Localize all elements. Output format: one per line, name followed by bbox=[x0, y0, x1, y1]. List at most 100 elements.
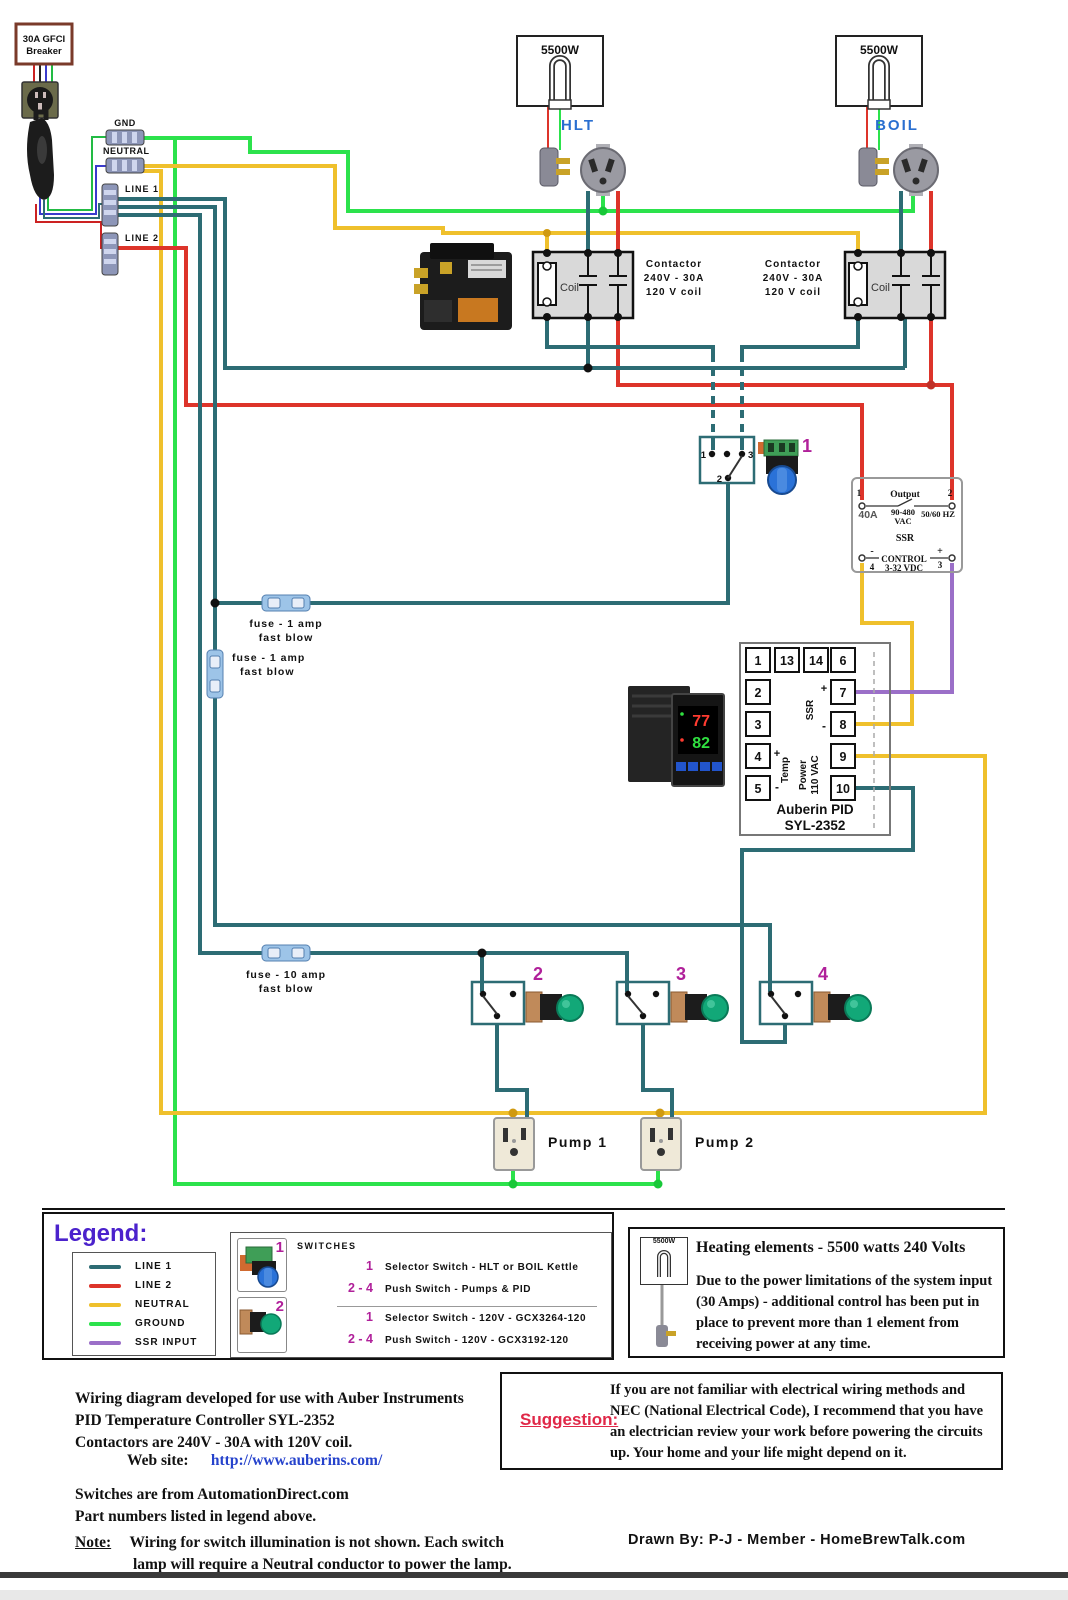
terminal-blocks: GND NEUTRAL LINE 1 LINE 2 bbox=[101, 118, 158, 276]
legend-switch-row: 1 Selector Switch - 120V - GCX3264-120 bbox=[327, 1310, 605, 1332]
gnd-label: GND bbox=[114, 118, 136, 128]
push-switch-3: 3 bbox=[615, 964, 729, 1026]
website-label: Web site: bbox=[127, 1452, 189, 1469]
ssr-vac2-label: VAC bbox=[894, 516, 911, 526]
pid-name-1: Auberin PID bbox=[776, 802, 854, 817]
bottom-strip bbox=[0, 1590, 1068, 1600]
row-num: 1 bbox=[366, 1310, 373, 1324]
footer-note: Note: Wiring for switch illumination is … bbox=[75, 1532, 512, 1576]
ssr-control-minus-to-pid8 bbox=[855, 563, 914, 726]
contactor2-caption2: 240V - 30A bbox=[763, 273, 824, 284]
bottom-divider-bar bbox=[0, 1572, 1068, 1578]
line1-main-bus bbox=[118, 197, 905, 370]
ssr-plus-label: + bbox=[937, 546, 943, 557]
ssr-vdc-label: 3-32 VDC bbox=[885, 563, 923, 573]
line1-branch-fuse10 bbox=[118, 213, 484, 992]
diagram-svg: 30A GFCI Breaker GND NEUTRAL LINE 1 bbox=[14, 22, 987, 1189]
website-link[interactable]: http://www.auberins.com/ bbox=[210, 1452, 383, 1469]
boil-plug-photo bbox=[858, 147, 889, 187]
contactor1-caption3: 120 V coil bbox=[646, 287, 702, 298]
pid-cell-13: 13 bbox=[780, 654, 794, 668]
pid-cell-10: 10 bbox=[836, 782, 850, 796]
heating-note-title: Heating elements - 5500 watts 240 Volts bbox=[696, 1239, 966, 1256]
hlt-label: HLT bbox=[561, 117, 595, 134]
neutral-label: NEUTRAL bbox=[103, 146, 150, 156]
footer-paragraph-2: Switches are from AutomationDirect.com P… bbox=[75, 1484, 349, 1528]
legend-separator bbox=[42, 1208, 1005, 1210]
heating-icon-box: 5500W bbox=[640, 1237, 688, 1285]
line2-contactor1-to-ssr2 bbox=[616, 318, 954, 500]
pump1-outlet: Pump 1 bbox=[493, 1117, 606, 1171]
plug-wire-line1 bbox=[43, 200, 104, 219]
pid-temp-minus: - bbox=[775, 780, 779, 794]
pid-ssr-label: SSR bbox=[805, 699, 816, 720]
ground-legend-label: GROUND bbox=[135, 1318, 186, 1329]
push-switch-3-photo bbox=[670, 991, 729, 1023]
sw2-number: 2 bbox=[533, 964, 543, 984]
footer-p1-line3: Contactors are 240V - 30A with 120V coil… bbox=[75, 1434, 353, 1451]
legend-push-photo: 2 bbox=[237, 1297, 287, 1353]
ssr: 1 2 Output 40A 90-480 VAC 50/60 HZ SSR -… bbox=[851, 477, 963, 573]
footer-paragraph-1: Wiring diagram developed for use with Au… bbox=[75, 1388, 464, 1454]
fuse1-label2: fast blow bbox=[259, 632, 314, 644]
heating-note-body: Due to the power limitations of the syst… bbox=[696, 1273, 993, 1352]
terminal-block-neutral: NEUTRAL bbox=[103, 146, 150, 174]
line1-swatch bbox=[89, 1264, 121, 1269]
legend-switch-row: 1 Selector Switch - HLT or BOIL Kettle bbox=[327, 1259, 605, 1281]
contactor1-caption2: 240V - 30A bbox=[644, 273, 705, 284]
selector-t3-label: 3 bbox=[748, 450, 753, 461]
legend-switches-box: 1 2 SWITCHES 1 Selector Switch - HLT or … bbox=[230, 1232, 612, 1358]
ssr-input-swatch bbox=[89, 1340, 121, 1345]
pid-cell-5: 5 bbox=[755, 782, 762, 796]
sw3-to-pump2 bbox=[641, 1025, 674, 1124]
legend-switch-rows: 1 Selector Switch - HLT or BOIL Kettle 2… bbox=[327, 1259, 605, 1354]
pid-cell-8: 8 bbox=[840, 718, 847, 732]
footer-p2-line1: Switches are from AutomationDirect.com bbox=[75, 1486, 349, 1503]
pid-name-2: SYL-2352 bbox=[785, 818, 846, 833]
junction-dots bbox=[210, 206, 936, 1189]
legend-photo1-num: 1 bbox=[275, 1239, 284, 1256]
pid-vac-label: 110 VAC bbox=[810, 755, 821, 794]
boil-outlet-photo bbox=[893, 144, 939, 196]
plug-wire-ground bbox=[47, 136, 106, 211]
note-label: Note: bbox=[75, 1534, 112, 1551]
selector-switch-photo bbox=[758, 439, 799, 495]
ssr-name-label: SSR bbox=[896, 533, 915, 544]
pid-ssr-plus: + bbox=[821, 683, 827, 695]
pid-controller-photo: 77 82 bbox=[628, 686, 725, 787]
power-plug-photo bbox=[27, 109, 54, 200]
ground-bus-left bbox=[173, 138, 658, 1186]
legend-row-neutral: NEUTRAL bbox=[73, 1295, 215, 1314]
fuse3-label1: fuse - 10 amp bbox=[246, 969, 326, 981]
pid-display-bottom: 82 bbox=[692, 735, 710, 752]
push-switch-4: 4 bbox=[758, 964, 872, 1026]
pid-box-fill bbox=[740, 643, 890, 835]
selector-switch: 1 3 2 1 bbox=[698, 435, 812, 495]
terminal-block-gnd: GND bbox=[105, 118, 145, 146]
push-switch-2: 2 bbox=[470, 964, 584, 1026]
row-num: 2 - 4 bbox=[347, 1281, 373, 1295]
ssr-control-label: CONTROL bbox=[881, 554, 927, 564]
fuse3-label2: fast blow bbox=[259, 983, 314, 995]
plug-wire-neutral bbox=[39, 165, 106, 215]
ground-swatch bbox=[89, 1321, 121, 1326]
legend-photo2-num: 2 bbox=[275, 1298, 284, 1315]
ssr-input-legend-label: SSR INPUT bbox=[135, 1337, 198, 1348]
legend-switch-row: 2 - 4 Push Switch - Pumps & PID bbox=[327, 1281, 605, 1303]
legend-row-line1: LINE 1 bbox=[73, 1257, 215, 1276]
legend-lines-box: LINE 1 LINE 2 NEUTRAL GROUND SSR INPUT bbox=[72, 1252, 216, 1356]
row-text: Push Switch - Pumps & PID bbox=[385, 1284, 532, 1295]
line1-branch-sw4 bbox=[118, 205, 772, 992]
breaker-label-2: Breaker bbox=[26, 46, 62, 57]
sw4-to-pid10 bbox=[740, 786, 915, 1044]
row-text: Push Switch - 120V - GCX3192-120 bbox=[385, 1335, 569, 1346]
legend-row-ssr-input: SSR INPUT bbox=[73, 1333, 215, 1352]
pid-cell-6: 6 bbox=[840, 654, 847, 668]
line2-swatch bbox=[89, 1283, 121, 1288]
legend-selector-photo: 1 bbox=[237, 1238, 287, 1292]
heating-icon-element bbox=[657, 1250, 671, 1277]
contactor1-caption1: Contactor bbox=[646, 259, 702, 270]
footer-p2-line2: Part numbers listed in legend above. bbox=[75, 1508, 317, 1525]
terminal-block-line2: LINE 2 bbox=[101, 232, 158, 276]
fuse-1amp-horizontal: fuse - 1 amp fast blow bbox=[249, 594, 322, 644]
